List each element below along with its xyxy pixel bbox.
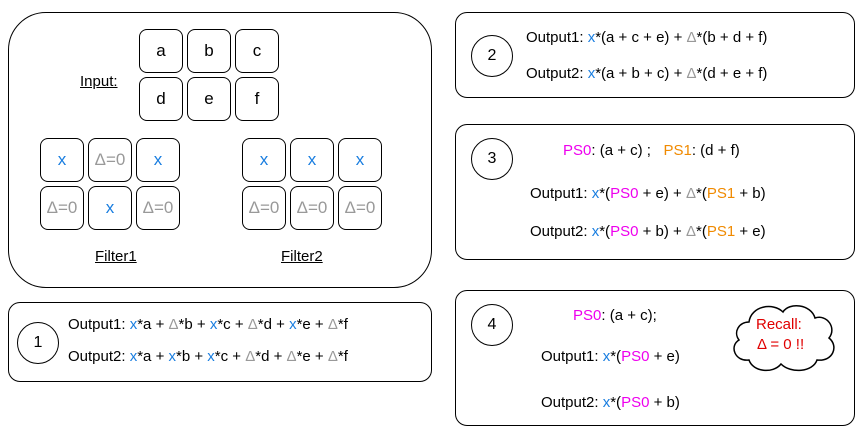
filter2-label: Filter2: [281, 248, 323, 265]
step2-output2: Output2: x*(a + b + c) + Δ*(d + e + f): [526, 65, 768, 82]
filter2-cell: x: [290, 138, 334, 182]
filter1-label: Filter1: [95, 248, 137, 265]
filter2-cell: x: [338, 138, 382, 182]
input-cell-d: d: [139, 77, 183, 121]
input-cell-b: b: [187, 29, 231, 73]
input-cell-a: a: [139, 29, 183, 73]
filter1-cell: Δ=0: [40, 186, 84, 230]
filter1-cell: x: [136, 138, 180, 182]
step3-partial-sums: PS0: (a + c) ; PS1: (d + f): [563, 142, 740, 159]
filter1-cell: x: [40, 138, 84, 182]
filter2-cell: Δ=0: [242, 186, 286, 230]
recall-cloud: [733, 305, 835, 372]
step1-output2: Output2: x*a + x*b + x*c + Δ*d + Δ*e + Δ…: [68, 348, 348, 365]
step2-panel: [455, 12, 855, 98]
recall-line1: Recall:: [756, 316, 802, 333]
filter1-cell: Δ=0: [136, 186, 180, 230]
input-cell-c: c: [235, 29, 279, 73]
step4-output2: Output2: x*(PS0 + b): [541, 394, 680, 411]
step1-output1: Output1: x*a + Δ*b + x*c + Δ*d + x*e + Δ…: [68, 316, 348, 333]
step4-partial-sum: PS0: (a + c);: [573, 307, 657, 324]
filter2-cell: x: [242, 138, 286, 182]
input-cell-f: f: [235, 77, 279, 121]
step1-number: 1: [17, 322, 59, 364]
input-cell-e: e: [187, 77, 231, 121]
step3-number: 3: [471, 138, 513, 180]
filter2-cell: Δ=0: [290, 186, 334, 230]
step4-number: 4: [471, 304, 513, 346]
filter1-cell: Δ=0: [88, 138, 132, 182]
step3-output2: Output2: x*(PS0 + b) + Δ*(PS1 + e): [530, 223, 766, 240]
step2-output1: Output1: x*(a + c + e) + Δ*(b + d + f): [526, 29, 768, 46]
filters-panel: [8, 12, 432, 288]
recall-line2: Δ = 0 !!: [757, 336, 805, 353]
step2-number: 2: [471, 35, 513, 77]
filter1-cell: x: [88, 186, 132, 230]
step4-output1: Output1: x*(PS0 + e): [541, 348, 680, 365]
step3-panel: [455, 124, 855, 260]
step1-panel: [8, 302, 432, 382]
step3-output1: Output1: x*(PS0 + e) + Δ*(PS1 + b): [530, 185, 766, 202]
input-label: Input:: [80, 73, 118, 90]
filter2-cell: Δ=0: [338, 186, 382, 230]
